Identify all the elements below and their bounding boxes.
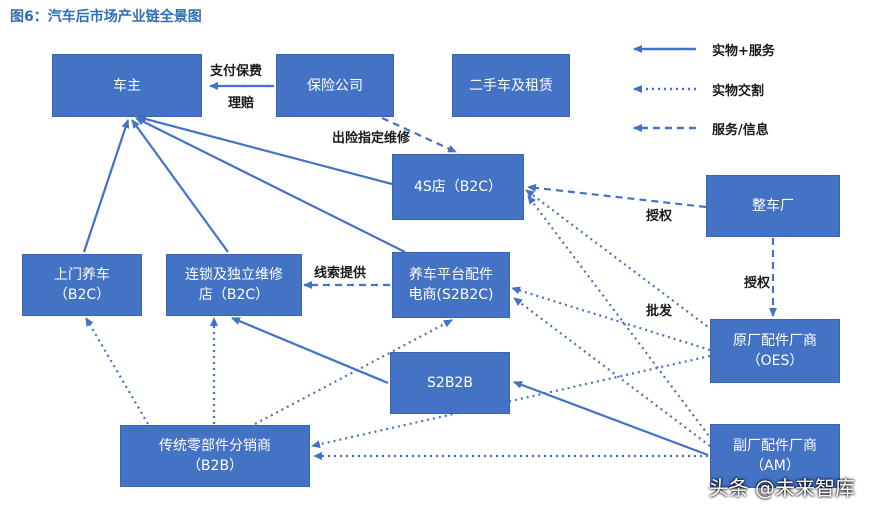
node-am-label-1: 副厂配件厂商	[733, 438, 817, 454]
figure-title: 图6：汽车后市场产业链全景图	[10, 9, 202, 25]
node-insurer-label: 保险公司	[307, 77, 363, 94]
edge-label-repair: 出险指定维修	[332, 131, 411, 146]
node-chain-label-2: 店（B2C）	[198, 287, 270, 303]
node-used-car: 二手车及租赁	[452, 54, 570, 117]
edge-doorstep-owner	[82, 119, 130, 253]
edge-label-auth-4s: 授权	[646, 209, 673, 224]
node-platform-label-2: 电商(S2B2C)	[408, 287, 494, 303]
node-owner-label: 车主	[113, 77, 141, 94]
node-s2b2b-label: S2B2B	[427, 375, 473, 391]
edge-oes-platform	[511, 286, 711, 352]
node-used-car-label: 二手车及租赁	[469, 77, 553, 94]
edge-am-s2b2b	[513, 380, 709, 457]
node-platform: 养车平台配件 电商(S2B2C)	[392, 252, 510, 318]
node-4s: 4S店（B2C）	[392, 154, 524, 220]
node-oem-label: 整车厂	[752, 198, 794, 214]
node-s2b2b: S2B2B	[390, 352, 510, 414]
edge-label-wholesale: 批发	[646, 304, 673, 319]
edge-insurer-4s	[381, 117, 457, 153]
node-distributor: 传统零部件分销商 （B2B）	[120, 425, 310, 487]
edge-chain-owner	[131, 119, 229, 253]
node-chain-repair: 连锁及独立维修 店（B2C）	[166, 254, 302, 316]
node-oes-label-1: 原厂配件厂商	[733, 333, 817, 349]
edge-dist-doorstep-dot	[85, 317, 149, 425]
edge-oem-4s	[527, 183, 707, 209]
node-distributor-label-1: 传统零部件分销商	[159, 438, 271, 454]
node-doorstep-label-2: （B2C）	[53, 287, 111, 303]
edge-am-4s	[527, 195, 713, 441]
edge-platform-owner	[135, 117, 406, 253]
node-aftermarket: 副厂配件厂商 （AM）	[710, 424, 840, 488]
node-oes: 原厂配件厂商 （OES）	[710, 319, 840, 383]
edge-label-leads: 线索提供	[314, 266, 367, 281]
legend-dashed-label: 服务/信息	[712, 123, 769, 138]
edge-label-pay: 支付保费	[210, 64, 263, 79]
node-oem: 整车厂	[706, 175, 840, 237]
edge-label-claim: 理赔	[228, 96, 255, 111]
edge-4s-owner	[137, 115, 393, 186]
edge-oes-4s	[525, 189, 713, 331]
watermark: 头条 @未来智库	[708, 476, 855, 500]
edge-s2b2b-chain	[231, 316, 389, 385]
legend-solid-label: 实物+服务	[712, 44, 775, 59]
node-platform-label-1: 养车平台配件	[409, 267, 493, 283]
node-am-label-2: （AM）	[750, 458, 800, 474]
legend-dotted-label: 实物交割	[712, 84, 765, 99]
edge-dist-platform	[254, 319, 453, 425]
node-insurer: 保险公司	[276, 54, 394, 117]
node-chain-label-1: 连锁及独立维修	[185, 267, 283, 283]
node-distributor-label-2: （B2B）	[186, 458, 244, 474]
edge-label-auth-oes: 授权	[744, 276, 771, 291]
node-doorstep-label-1: 上门养车	[54, 267, 110, 283]
node-owner: 车主	[52, 54, 202, 117]
node-oes-label-2: （OES）	[746, 353, 804, 369]
node-4s-label: 4S店（B2C）	[413, 179, 503, 195]
node-doorstep: 上门养车 （B2C）	[22, 254, 142, 316]
edge-oes-dist	[311, 354, 711, 449]
edge-am-platform	[513, 297, 711, 447]
